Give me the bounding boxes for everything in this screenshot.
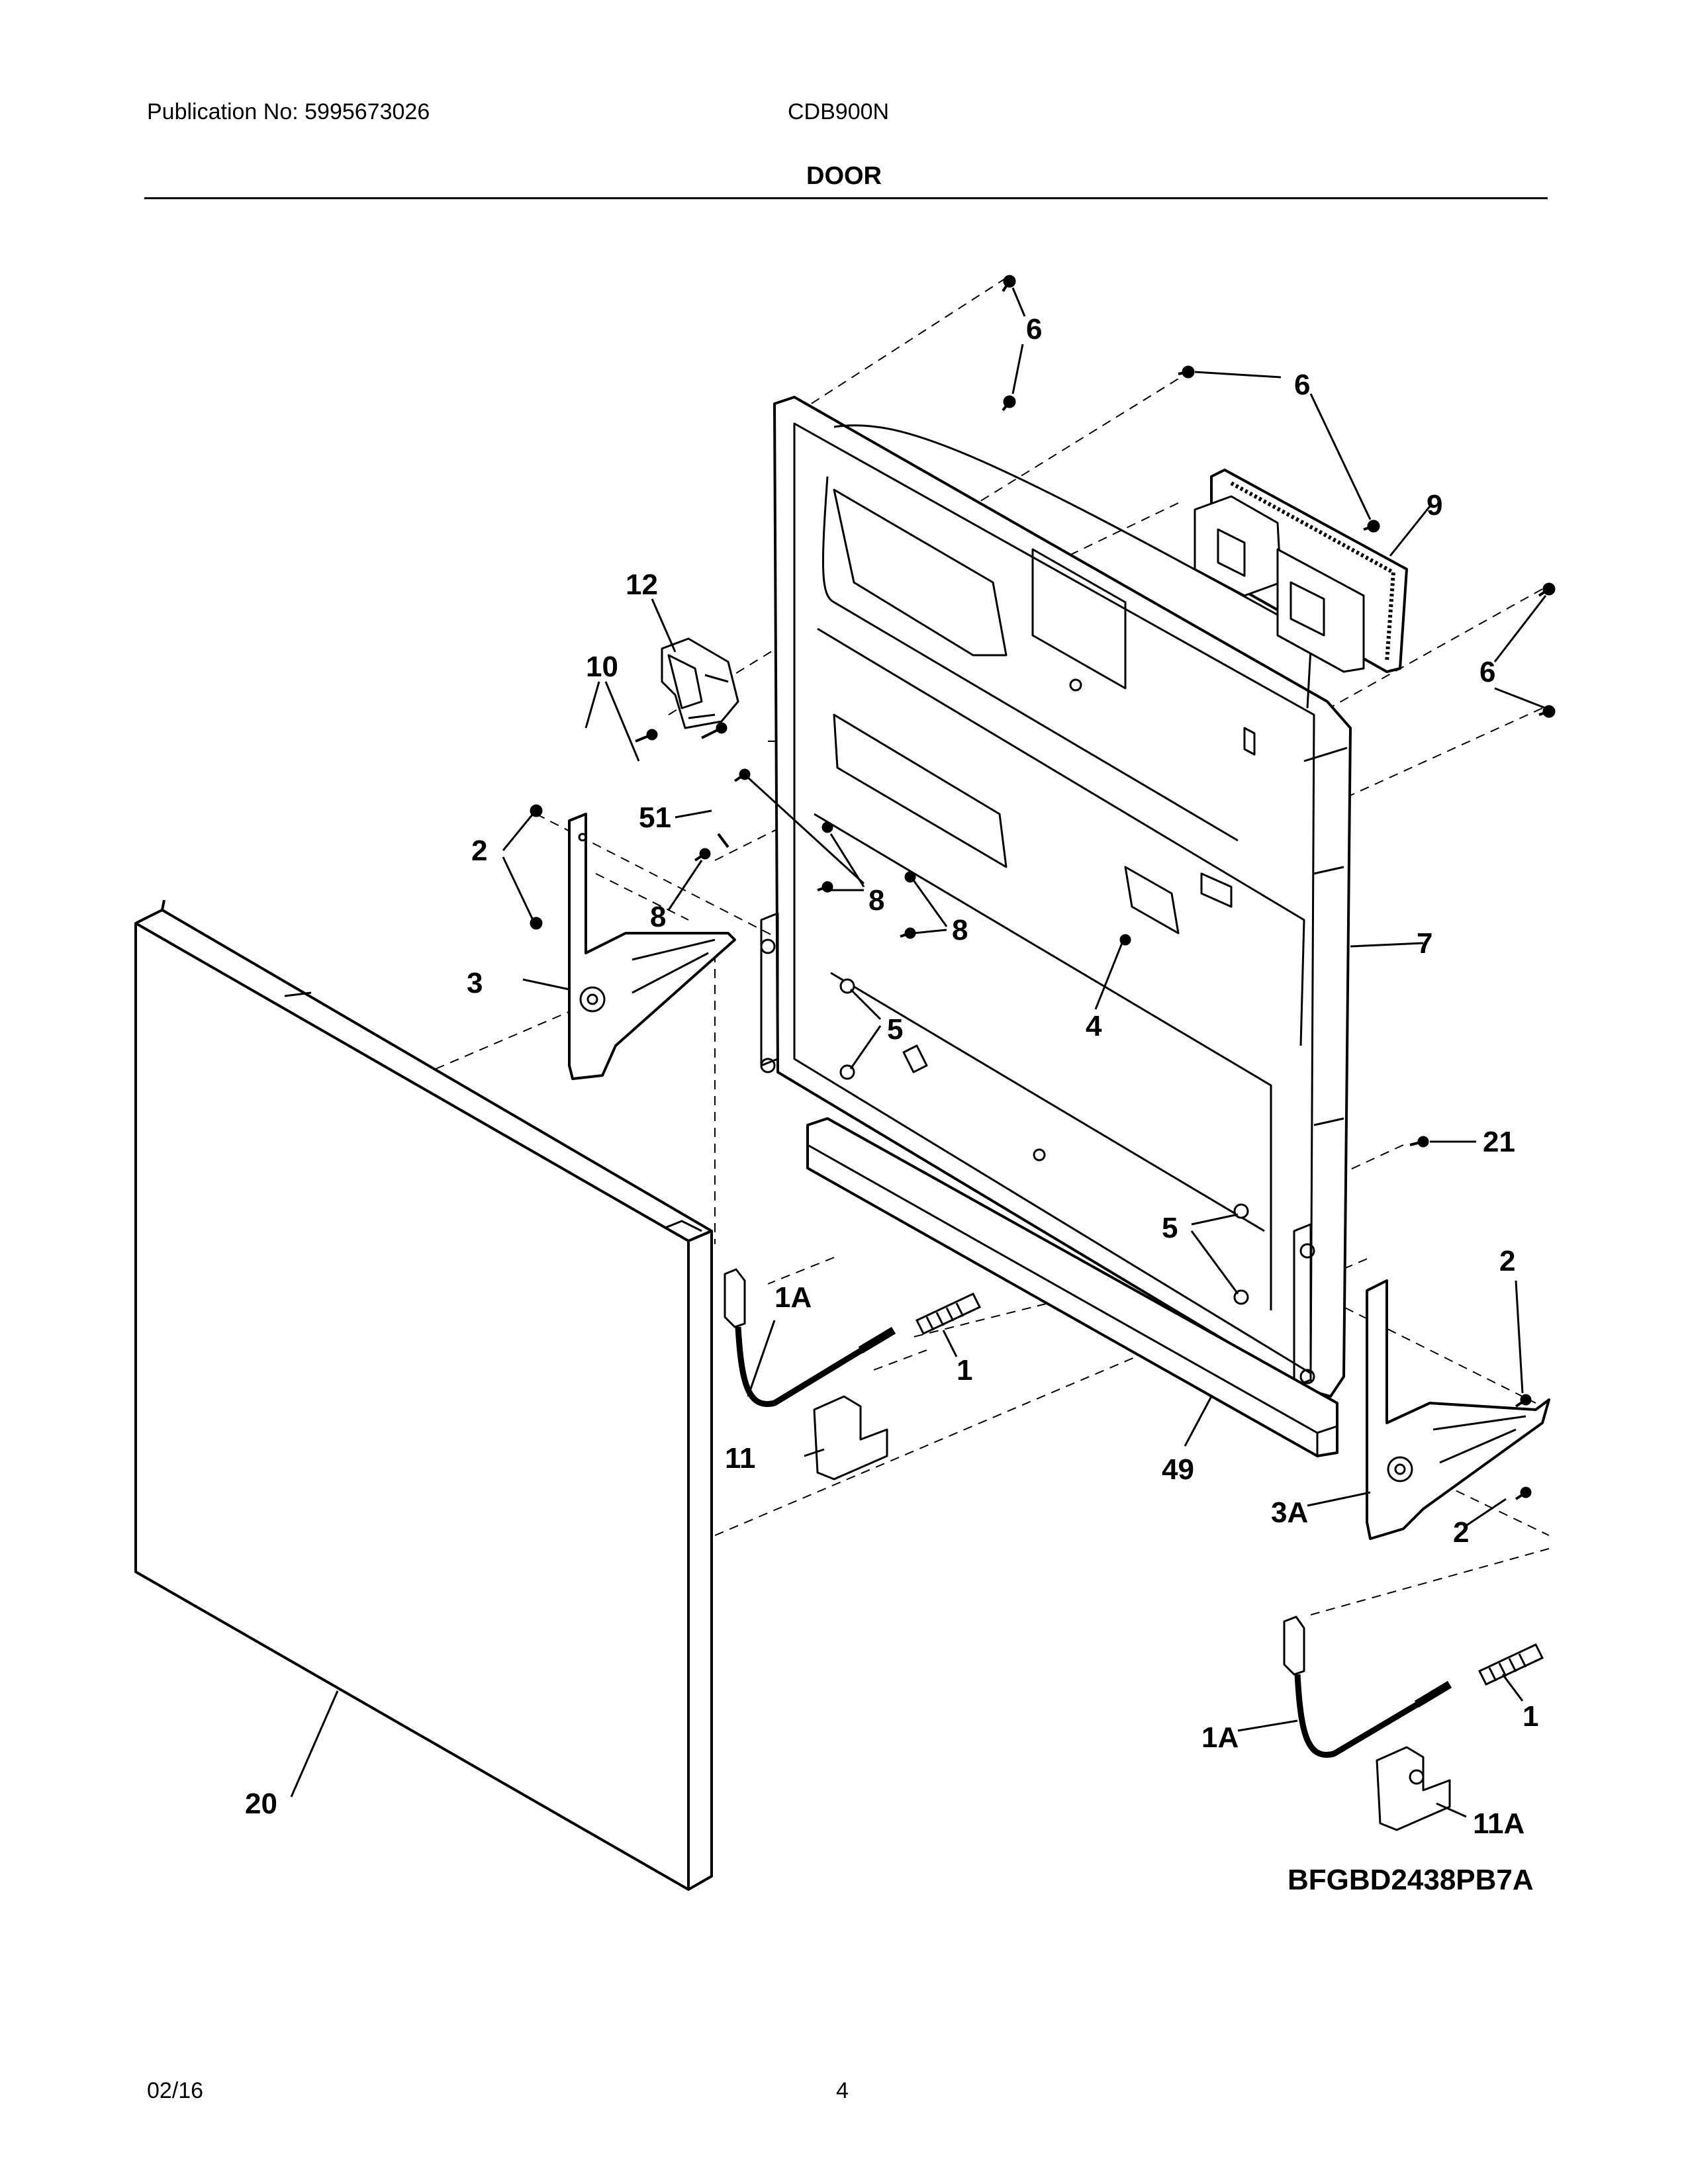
footer-date: 02/16 <box>147 2078 204 2103</box>
publication-number: Publication No: 5995673026 <box>147 99 430 124</box>
fastener-shanks <box>635 280 1550 1500</box>
right-hinge <box>1366 1279 1550 1540</box>
callout-label: 20 <box>245 1788 277 1820</box>
model-number: CDB900N <box>788 99 890 124</box>
callout-label: 2 <box>471 835 487 867</box>
callout-label: 21 <box>1483 1126 1515 1158</box>
door-cable-right <box>1283 1615 1452 1758</box>
diagram-code: BFGBD2438PB7A <box>1288 1864 1534 1896</box>
callout-label: 8 <box>868 884 884 917</box>
callout-label: 5 <box>1162 1212 1178 1244</box>
callout-label: 1 <box>1523 1700 1538 1733</box>
section-title: DOOR <box>806 162 882 190</box>
callout-label: 11 <box>725 1442 756 1475</box>
callout-label: 9 <box>1427 489 1442 522</box>
callout-label: 12 <box>626 569 658 601</box>
callout-label: 6 <box>1026 313 1042 345</box>
callout-label: 1A <box>1201 1721 1239 1754</box>
callout-label: 51 <box>639 801 671 834</box>
bottom-trim-strip <box>806 1117 1338 1457</box>
callout-label: 1A <box>774 1281 812 1314</box>
callout-label: 49 <box>1162 1453 1194 1486</box>
callout-label: 6 <box>1294 369 1310 401</box>
callout-label: 7 <box>1417 927 1432 960</box>
cable-bracket-left <box>813 1395 888 1480</box>
header-divider <box>144 197 1548 199</box>
door-spring-right <box>1477 1643 1544 1686</box>
page-number: 4 <box>836 2078 849 2103</box>
callout-label: 2 <box>1453 1516 1469 1549</box>
callout-label: 3A <box>1271 1496 1308 1529</box>
outer-door-panel <box>134 899 713 1891</box>
callout-label: 6 <box>1479 656 1495 688</box>
inner-door-liner <box>760 396 1352 1398</box>
callout-label: 1 <box>957 1354 972 1387</box>
callout-label: 8 <box>650 901 666 933</box>
callout-label: 5 <box>887 1013 903 1046</box>
callout-label: 8 <box>952 914 968 946</box>
left-hinge <box>568 813 736 1080</box>
callout-label: 4 <box>1086 1010 1102 1042</box>
cable-bracket-right <box>1376 1746 1451 1831</box>
callout-label: 2 <box>1499 1245 1515 1277</box>
door-spring-left <box>915 1293 982 1335</box>
callout-leaders <box>290 287 1547 1818</box>
callout-label: 11A <box>1473 1807 1524 1840</box>
callout-label: 10 <box>586 651 618 683</box>
callout-label: 3 <box>467 967 483 999</box>
control-panel-module <box>1194 469 1408 673</box>
door-latch <box>661 637 739 729</box>
callout-labels: 6 6 6 9 12 10 51 2 8 8 8 3 5 4 7 21 5 1A… <box>245 313 1538 1840</box>
